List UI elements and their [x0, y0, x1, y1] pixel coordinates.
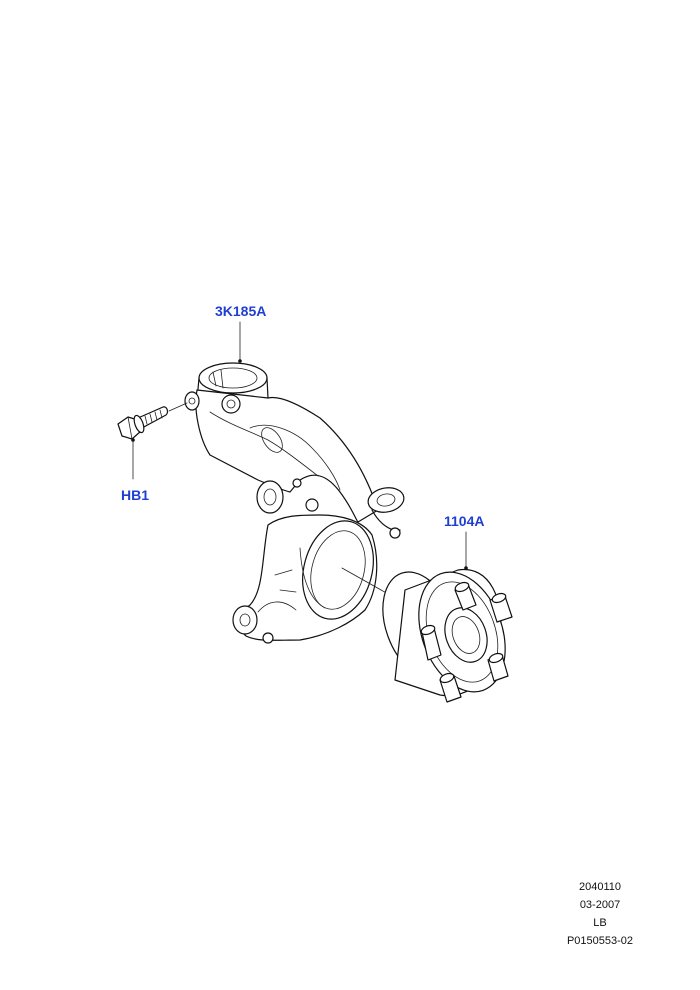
reference-side: LB [593, 917, 607, 929]
reference-date: 03-2007 [579, 899, 621, 911]
steering-knuckle-drawing[interactable] [184, 362, 406, 644]
illustration-number: P0150553-02 [566, 935, 634, 947]
bolt-centerline [168, 402, 188, 412]
knuckle-leader-dot [238, 359, 242, 363]
reference-code: 2040110 [578, 881, 621, 893]
hex-flange-bolt-drawing[interactable] [117, 406, 169, 440]
hub-assembly-line [341, 567, 391, 596]
hub-leader-dot [464, 566, 468, 570]
callout-hub-part-number[interactable]: 1104A [444, 513, 485, 529]
wheel-studs [420, 581, 513, 703]
bolt-leader-dot [131, 438, 135, 442]
callout-bolt-part-number[interactable]: HB1 [121, 487, 150, 503]
callout-knuckle-part-number[interactable]: 3K185A [215, 303, 267, 319]
wheel-hub-drawing[interactable] [369, 560, 521, 704]
